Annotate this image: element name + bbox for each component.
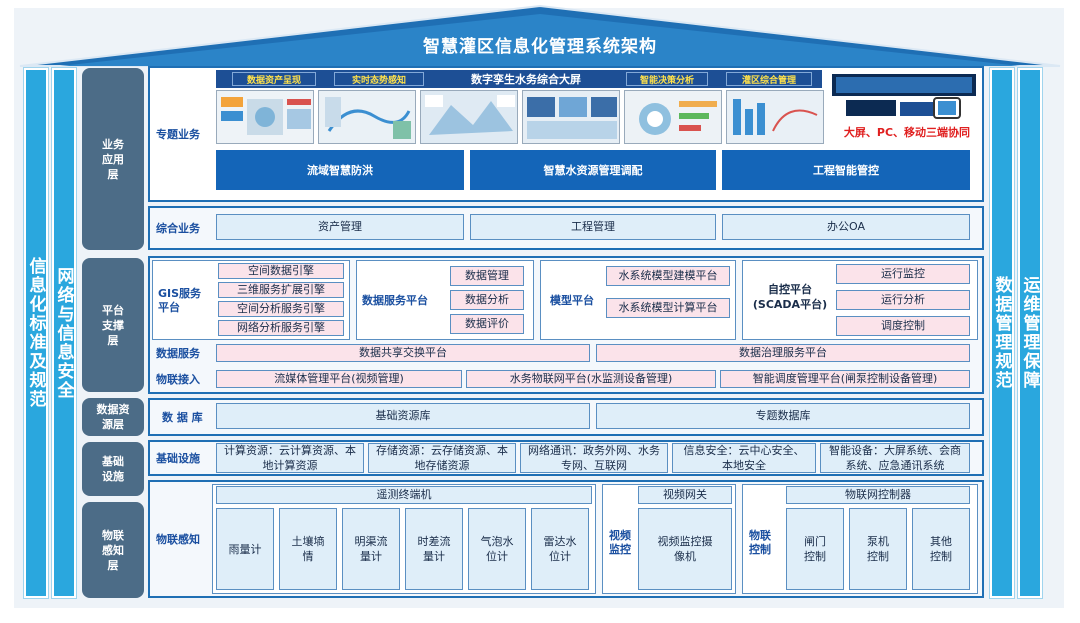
- water-resource-block[interactable]: 智慧水资源管理调配: [470, 150, 716, 190]
- layer-data-resource: 数据资源层: [82, 398, 144, 436]
- dashboard-thumbnail: [420, 90, 518, 144]
- data-management-bar: 数据管理规范: [990, 68, 1014, 598]
- radar-level-gauge-box[interactable]: 雷达水位计: [531, 508, 589, 590]
- layer-iot: 物联感知层: [82, 502, 144, 598]
- data-sharing-platform[interactable]: 数据共享交换平台: [216, 344, 590, 362]
- open-channel-flowmeter-box[interactable]: 明渠流量计: [342, 508, 400, 590]
- base-resource-db[interactable]: 基础资源库: [216, 403, 590, 429]
- tab-irrigation-management[interactable]: 灌区综合管理: [726, 72, 812, 86]
- layer-infra-label: 基础设施: [102, 455, 124, 483]
- other-control-box[interactable]: 其他控制: [912, 508, 970, 590]
- asset-management-box[interactable]: 资产管理: [216, 214, 464, 240]
- thematic-db[interactable]: 专题数据库: [596, 403, 970, 429]
- video-gateway-box[interactable]: 视频网关: [638, 486, 732, 504]
- video-camera-box[interactable]: 视频监控摄像机: [638, 508, 732, 590]
- data-evaluation-box[interactable]: 数据评价: [450, 314, 524, 334]
- multi-device-icon: [830, 72, 978, 122]
- layer-data-resource-label: 数据资源层: [96, 403, 130, 431]
- tab-decision-analysis[interactable]: 智能决策分析: [626, 72, 708, 86]
- standards-bar: 信息化标准及规范: [24, 68, 48, 598]
- layer-infra: 基础设施: [82, 442, 144, 496]
- dashboard-thumbnail: [522, 90, 620, 144]
- dashboard-thumbnail: [216, 90, 314, 144]
- streaming-media-platform[interactable]: 流媒体管理平台(视频管理): [216, 370, 462, 388]
- bubble-level-gauge-box[interactable]: 气泡水位计: [468, 508, 526, 590]
- special-business-label: 专题业务: [156, 128, 200, 141]
- transit-time-flowmeter-box[interactable]: 时差流量计: [405, 508, 463, 590]
- compute-resources-box[interactable]: 计算资源：云计算资源、本地计算资源: [216, 443, 364, 473]
- model-platform-label: 模型平台: [550, 294, 594, 307]
- standards-bar-label: 信息化标准及规范: [25, 257, 46, 409]
- operation-analysis-box[interactable]: 运行分析: [836, 290, 970, 310]
- gis-spatial-analysis-engine[interactable]: 空间分析服务引擎: [218, 301, 344, 317]
- layer-iot-label: 物联感知层: [102, 528, 124, 572]
- operations-bar-label: 运维管理保障: [1019, 276, 1040, 390]
- layer-platform-label: 平台支撑层: [102, 303, 124, 347]
- video-monitoring-label: 视频监控: [609, 529, 631, 556]
- gate-control-box[interactable]: 闸门控制: [786, 508, 844, 590]
- network-communication-box[interactable]: 网络通讯：政务外网、水务专网、互联网: [520, 443, 668, 473]
- gis-platform-label: GIS服务平台: [158, 287, 202, 314]
- engineering-management-box[interactable]: 工程管理: [470, 214, 716, 240]
- information-security-box[interactable]: 信息安全：云中心安全、本地安全: [672, 443, 816, 473]
- data-management-box[interactable]: 数据管理: [450, 266, 524, 286]
- smart-devices-box[interactable]: 智能设备：大屏系统、会商系统、应急通讯系统: [820, 443, 970, 473]
- dispatch-management-platform[interactable]: 智能调度管理平台(闸泵控制设备管理): [720, 370, 970, 388]
- dashboard-thumbnail: [624, 90, 722, 144]
- iot-sensing-label: 物联感知: [156, 533, 200, 546]
- diagram-title: 智慧灌区信息化管理系统架构: [423, 37, 657, 57]
- network-security-bar: 网络与信息安全: [52, 68, 76, 598]
- gis-network-analysis-engine[interactable]: 网络分析服务引擎: [218, 320, 344, 336]
- telemetry-terminal-box[interactable]: 遥测终端机: [216, 486, 592, 504]
- soil-moisture-box[interactable]: 土壤墒情: [279, 508, 337, 590]
- digital-twin-screen-title: 数字孪生水务综合大屏: [471, 73, 581, 86]
- data-analysis-box[interactable]: 数据分析: [450, 290, 524, 310]
- layer-app-label: 业务应用层: [102, 137, 124, 181]
- network-security-bar-label: 网络与信息安全: [53, 266, 74, 400]
- iot-access-label: 物联接入: [156, 373, 200, 386]
- data-governance-platform[interactable]: 数据治理服务平台: [596, 344, 970, 362]
- data-service-platform-label: 数据服务平台: [362, 294, 428, 307]
- dispatch-control-box[interactable]: 调度控制: [836, 316, 970, 336]
- infrastructure-label: 基础设施: [156, 452, 200, 465]
- multi-screen-caption: 大屏、PC、移动三端协同: [843, 126, 971, 139]
- gis-3d-extension-engine[interactable]: 三维服务扩展引擎: [218, 282, 344, 298]
- layer-platform: 平台支撑层: [82, 258, 144, 392]
- iot-controller-box[interactable]: 物联网控制器: [786, 486, 970, 504]
- database-label: 数 据 库: [162, 411, 203, 424]
- integrated-business-label: 综合业务: [156, 222, 200, 235]
- rain-gauge-box[interactable]: 雨量计: [216, 508, 274, 590]
- tab-data-assets[interactable]: 数据资产呈现: [232, 72, 316, 86]
- model-building-platform[interactable]: 水系统模型建模平台: [606, 266, 730, 286]
- data-services-label: 数据服务: [156, 347, 200, 360]
- iot-control-label: 物联控制: [749, 529, 771, 556]
- water-iot-platform[interactable]: 水务物联网平台(水监测设备管理): [466, 370, 716, 388]
- dashboard-thumbnail: [318, 90, 416, 144]
- engineering-control-block[interactable]: 工程智能管控: [722, 150, 970, 190]
- office-oa-box[interactable]: 办公OA: [722, 214, 970, 240]
- layer-app: 业务应用层: [82, 68, 144, 250]
- flood-control-block[interactable]: 流域智慧防洪: [216, 150, 464, 190]
- scada-platform-label: 自控平台(SCADA平台): [752, 283, 828, 311]
- storage-resources-box[interactable]: 存储资源：云存储资源、本地存储资源: [368, 443, 516, 473]
- pump-control-box[interactable]: 泵机控制: [849, 508, 907, 590]
- gis-spatial-data-engine[interactable]: 空间数据引擎: [218, 263, 344, 279]
- operation-monitoring-box[interactable]: 运行监控: [836, 264, 970, 284]
- dashboard-thumbnail: [726, 90, 824, 144]
- data-management-bar-label: 数据管理规范: [991, 276, 1012, 390]
- operations-bar: 运维管理保障: [1018, 68, 1042, 598]
- model-computing-platform[interactable]: 水系统模型计算平台: [606, 298, 730, 318]
- tab-situation-awareness[interactable]: 实时态势感知: [334, 72, 424, 86]
